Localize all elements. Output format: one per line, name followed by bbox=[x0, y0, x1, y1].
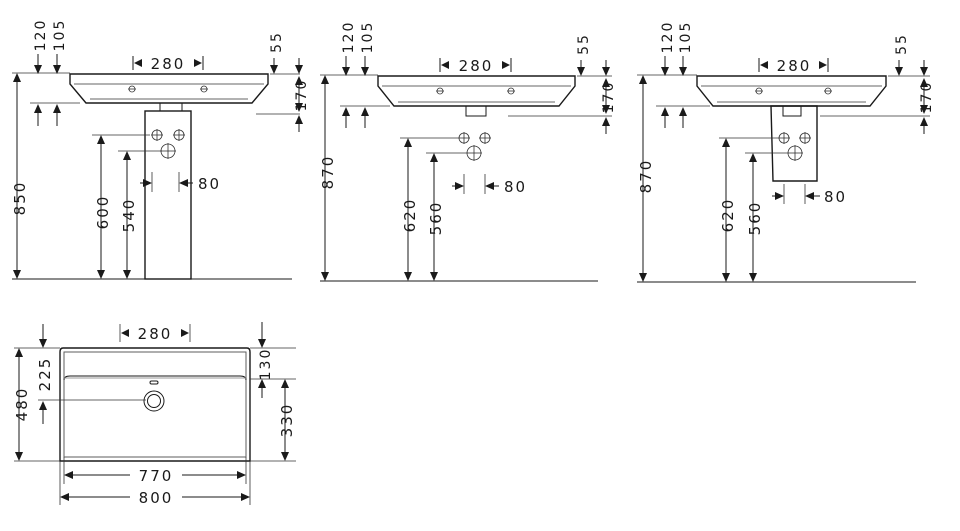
dim-560: 560 bbox=[427, 201, 445, 236]
dim-620: 620 bbox=[401, 198, 419, 233]
dim-105: 105 bbox=[678, 21, 694, 54]
dim-850: 850 bbox=[11, 181, 29, 216]
dim-55: 55 bbox=[894, 33, 910, 55]
dim-225: 225 bbox=[36, 357, 54, 392]
dim-540: 540 bbox=[120, 198, 138, 233]
basin-outline bbox=[377, 75, 576, 107]
drain bbox=[143, 390, 165, 412]
dim-280: 280 bbox=[459, 57, 494, 75]
pedestal-column bbox=[144, 110, 192, 280]
dim-170: 170 bbox=[919, 81, 935, 114]
dim-560: 560 bbox=[746, 201, 764, 236]
dim-105: 105 bbox=[360, 21, 376, 54]
dim-620: 620 bbox=[719, 198, 737, 233]
wall-hung-side-view: 870 120 105 280 55 170 620 560 80 bbox=[319, 21, 617, 282]
dim-600: 600 bbox=[94, 195, 112, 230]
dim-800: 800 bbox=[139, 489, 174, 507]
dim-55: 55 bbox=[576, 33, 592, 55]
dim-130: 130 bbox=[258, 348, 274, 381]
basin-outline bbox=[69, 73, 269, 104]
dim-170: 170 bbox=[601, 81, 617, 114]
dim-770: 770 bbox=[139, 467, 174, 485]
dim-105: 105 bbox=[52, 19, 68, 52]
dim-120: 120 bbox=[341, 21, 357, 54]
dim-870: 870 bbox=[637, 159, 655, 194]
trap-cover bbox=[770, 105, 818, 182]
dim-480: 480 bbox=[13, 387, 31, 422]
dim-170: 170 bbox=[294, 79, 310, 112]
dim-870: 870 bbox=[319, 155, 337, 190]
dim-80: 80 bbox=[504, 178, 527, 196]
dim-55: 55 bbox=[269, 31, 285, 53]
dim-120: 120 bbox=[33, 19, 49, 52]
dim-330: 330 bbox=[278, 403, 296, 438]
trap-cover-side-view: 870 120 105 280 55 170 620 560 80 bbox=[637, 21, 935, 283]
basin-outline bbox=[696, 75, 887, 107]
dim-280: 280 bbox=[138, 325, 173, 343]
pedestal-side-view: 850 120 105 280 55 170 600 540 80 bbox=[11, 19, 310, 280]
dim-280: 280 bbox=[777, 57, 812, 75]
dim-80: 80 bbox=[824, 188, 847, 206]
basin-outer bbox=[59, 347, 251, 462]
top-view: 280 480 225 130 330 770 800 bbox=[13, 322, 296, 507]
dim-120: 120 bbox=[660, 21, 676, 54]
dim-280: 280 bbox=[151, 55, 186, 73]
dim-80: 80 bbox=[198, 175, 221, 193]
